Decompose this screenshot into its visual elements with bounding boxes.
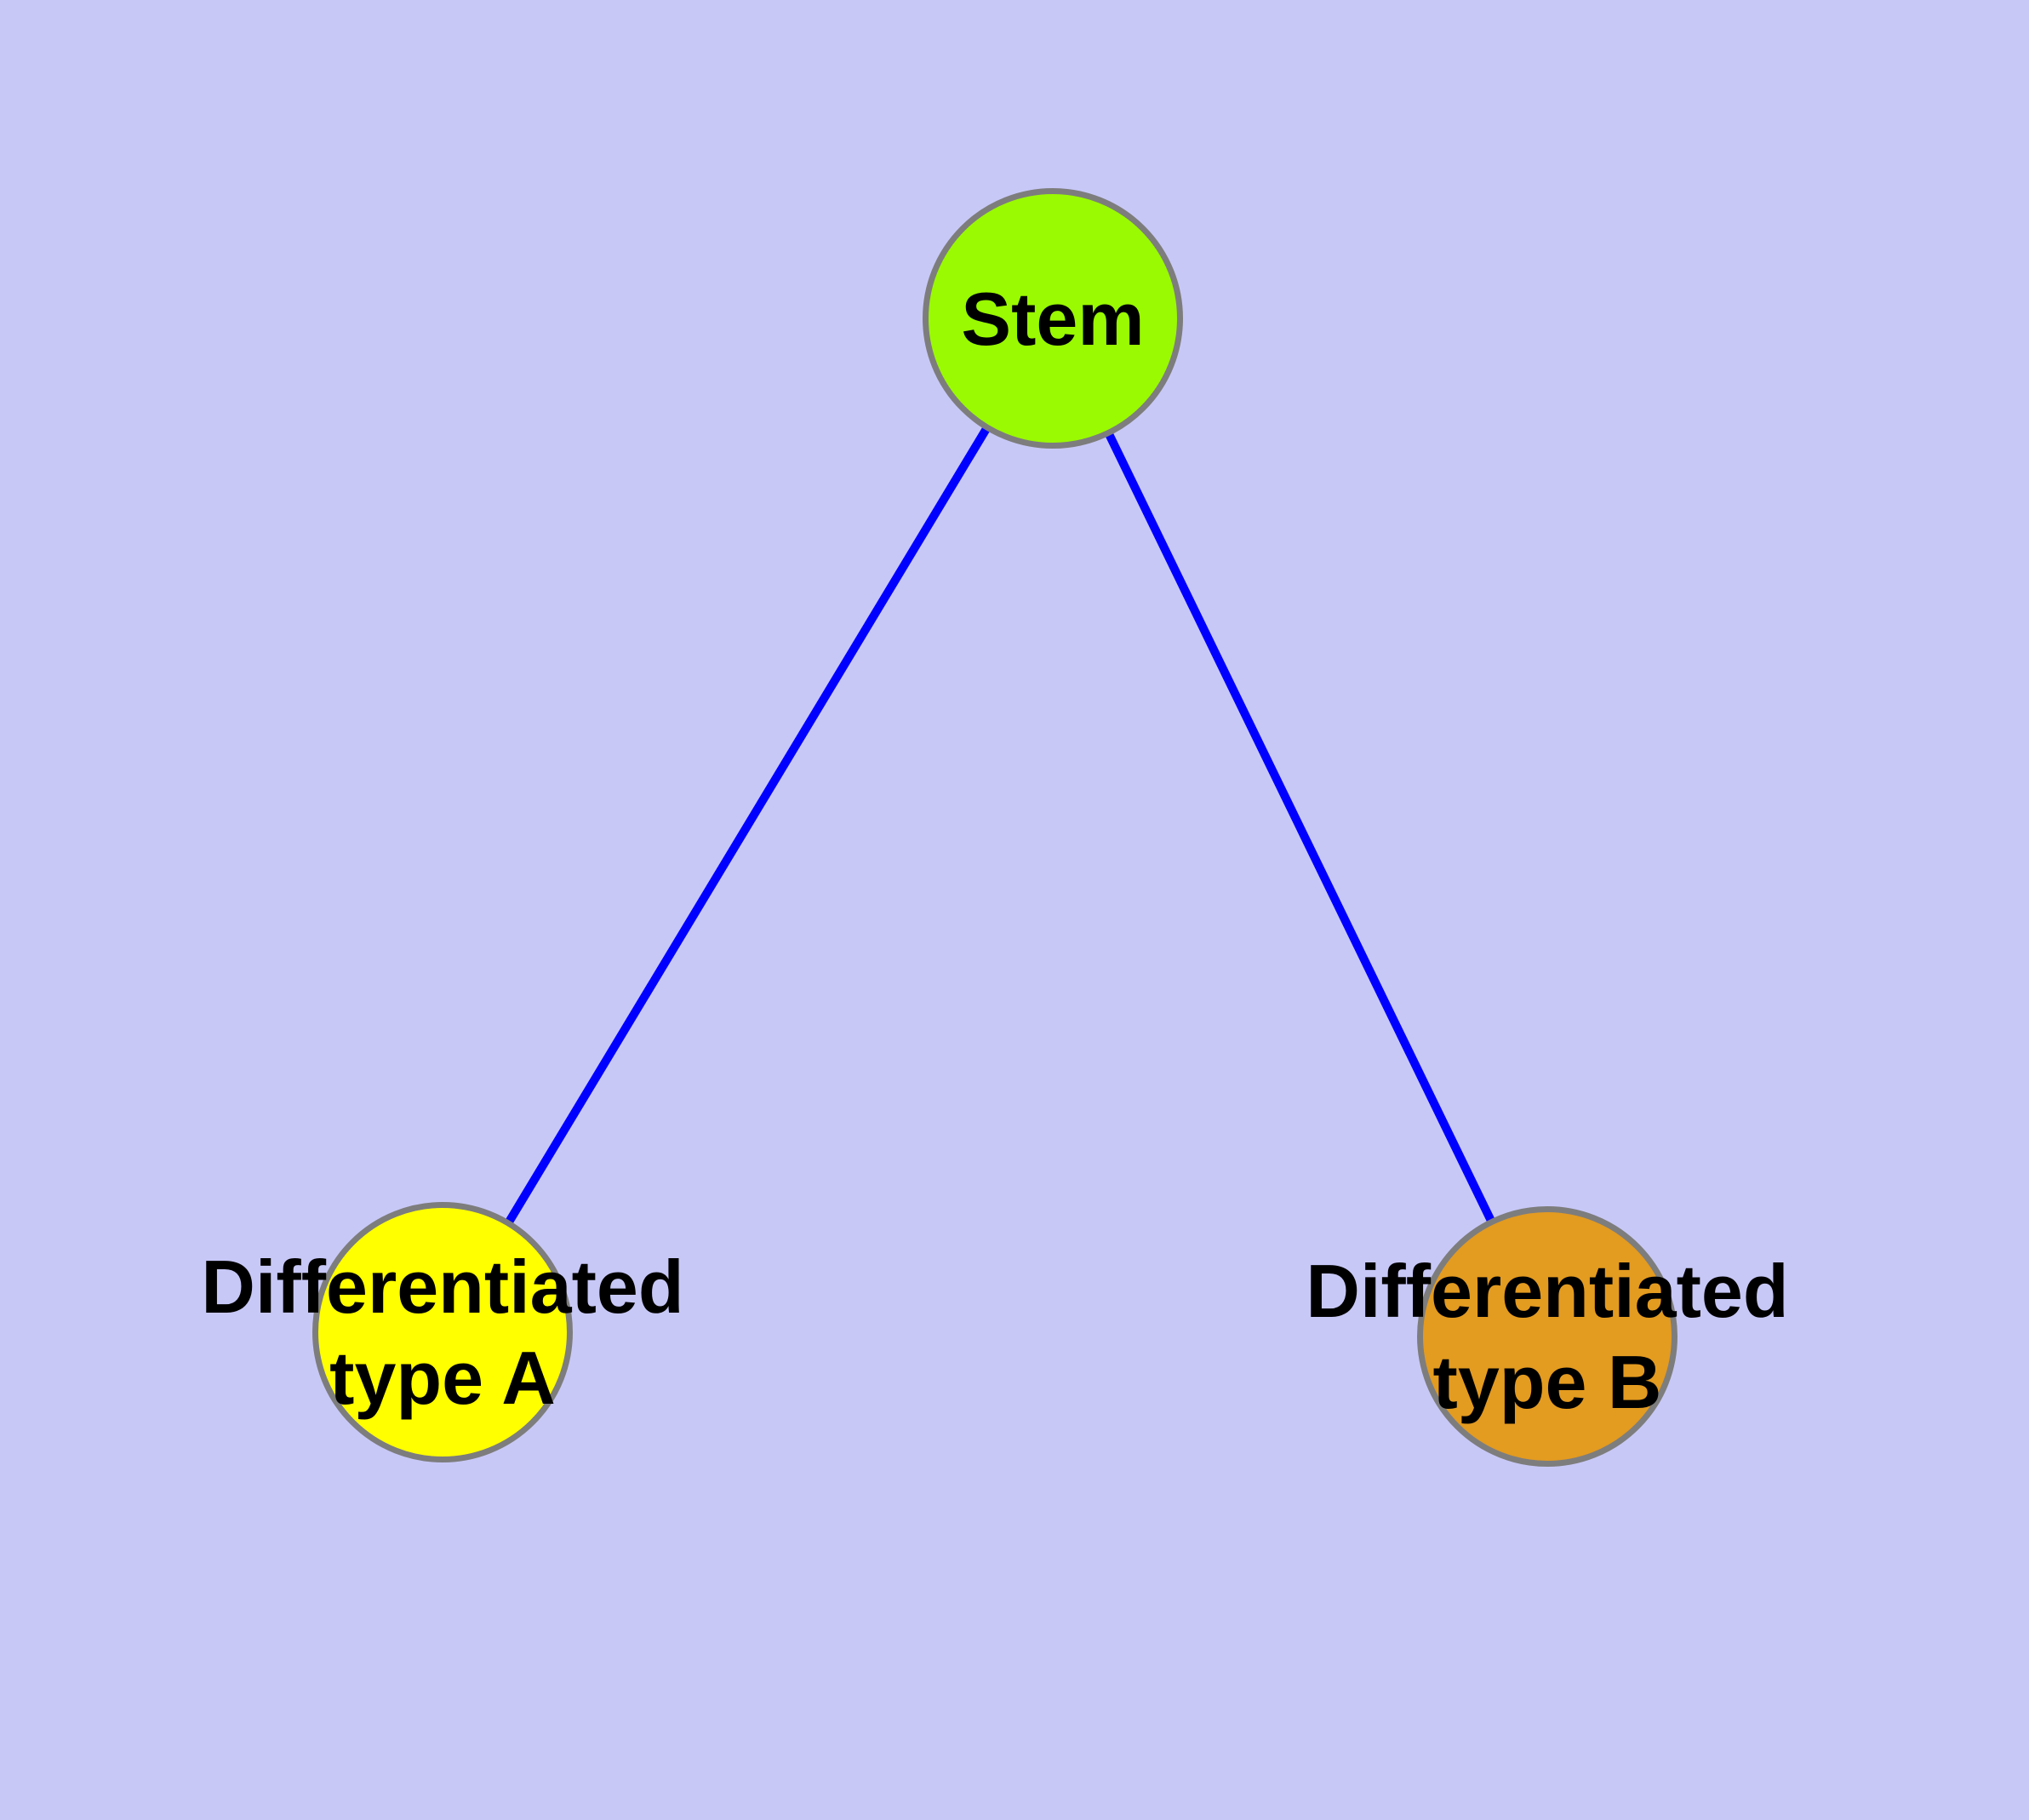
edge-stem-to-type-b (1049, 316, 1552, 1339)
node-type-a-label-line-2: type A (329, 1336, 556, 1420)
node-type-b-label-line-1: Differentiated (1306, 1249, 1789, 1333)
node-differentiated-type-a: Differentiated type A (201, 1202, 684, 1462)
node-type-a-label-line-1: Differentiated (201, 1245, 684, 1329)
node-differentiated-type-b: Differentiated type B (1306, 1206, 1789, 1467)
node-stem-label-line-1: Stem (961, 276, 1145, 361)
node-stem-label: Stem (961, 273, 1144, 364)
node-type-b-label: Differentiated type B (1306, 1245, 1788, 1428)
node-stem: Stem (923, 188, 1183, 449)
node-type-b-label-line-2: type B (1432, 1340, 1662, 1424)
node-type-a-label: Differentiated type A (201, 1241, 683, 1423)
edge-stem-to-type-a (438, 316, 1057, 1335)
